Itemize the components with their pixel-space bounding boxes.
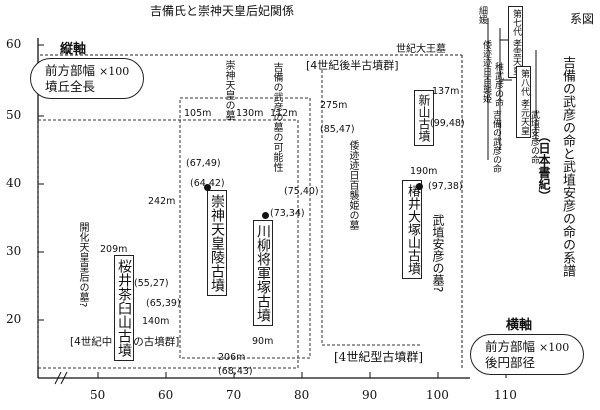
group-5c: 世紀大王墓 xyxy=(396,44,446,55)
size-140: 140m xyxy=(142,316,170,327)
note-haniyasu: 武埴安彦の墓? xyxy=(431,214,445,293)
x-axis-mult: ×100 xyxy=(539,341,570,354)
x-tick-70: 70 xyxy=(226,388,242,402)
size-105: 105m xyxy=(184,108,212,119)
coord-shinyama: (99,48) xyxy=(430,118,465,129)
coord-68-43: (68,43) xyxy=(218,366,253,377)
genealogy-k7: 第七代 孝霊天皇 xyxy=(508,6,523,78)
size-tsubai: 190m xyxy=(410,166,438,177)
x-axis-head: 横軸 xyxy=(506,318,533,333)
y-tick-20: 20 xyxy=(6,312,22,326)
size-130: 130m xyxy=(236,108,264,119)
y-axis-head: 縦軸 xyxy=(60,42,87,57)
note-kibi: 吉備の武彦の墓の可能性 xyxy=(271,62,282,172)
genealogy-n1: 稚武彦の命 xyxy=(493,62,503,107)
x-axis-label: 前方部幅 ×100 後円部径 xyxy=(470,334,585,375)
size-112: 112m xyxy=(270,108,298,119)
point-sujin xyxy=(204,184,211,191)
y-tick-40: 40 xyxy=(6,176,22,190)
y-axis-mult: ×100 xyxy=(99,65,130,78)
coord-65-39: (65,39) xyxy=(146,298,181,309)
genealogy-n5: 細媛 xyxy=(477,6,487,24)
tumulus-shinyama: 新山古墳 xyxy=(414,90,434,146)
coord-67-49: (67,49) xyxy=(186,158,221,169)
x-tick-90: 90 xyxy=(362,388,378,402)
y-axis-line2: 墳丘全長 xyxy=(45,79,96,94)
x-tick-100: 100 xyxy=(426,388,449,402)
group-4c-late: [4世紀後半古墳群] xyxy=(306,59,399,72)
y-tick-60: 60 xyxy=(6,37,22,51)
tumulus-sakurai: 桜井茶臼山古墳 xyxy=(114,255,134,361)
x-tick-80: 80 xyxy=(294,388,310,402)
coord-sakurai: (55,27) xyxy=(134,278,169,289)
genealogy-k8: 第八代 孝元天皇 xyxy=(516,66,531,138)
note-sujin-tomb: 崇神天皇の墓 xyxy=(223,60,234,120)
size-shinyama: 137m xyxy=(432,86,460,97)
size-sujin: 242m xyxy=(148,196,176,207)
x-axis-line2: 後円部径 xyxy=(485,355,536,370)
y-axis-label: 前方部幅 ×100 墳丘全長 xyxy=(30,58,145,99)
note-momoso: 倭迹迹日百襲姫の墓 xyxy=(347,140,358,230)
x-axis-line1: 前方部幅 xyxy=(485,339,536,354)
note-kaika: 開化天皇皇后の墓? xyxy=(77,222,88,308)
x-tick-50: 50 xyxy=(90,388,106,402)
y-tick-30: 30 xyxy=(6,244,22,258)
tumulus-sujin: 崇神天皇陵古墳 xyxy=(207,190,227,296)
size-hashihaka: 275m xyxy=(320,100,348,111)
x-tick-110: 110 xyxy=(494,388,517,402)
coord-75-40: (75,40) xyxy=(284,186,319,197)
genealogy-n2: 吉備の武彦の命 xyxy=(491,110,501,173)
size-206: 206m xyxy=(218,352,246,363)
genealogy-n4: 倭迹迹日百襲姫 xyxy=(481,40,491,103)
genealogy-source: （日本書紀） xyxy=(537,130,551,202)
tumulus-tsubai: 椿井大塚山古墳 xyxy=(402,180,422,279)
coord-sujin: (64,42) xyxy=(190,178,225,189)
y-tick-50: 50 xyxy=(6,108,22,122)
size-kawayanagi: 90m xyxy=(252,336,274,347)
group-4c-type: [4世紀型古墳群] xyxy=(334,350,423,364)
coord-tsubai: (97,38) xyxy=(428,181,463,192)
genealogy-title: 吉備の武彦の命と武埴安彦の命の系譜 xyxy=(560,56,575,277)
coord-kawayanagi: (73,34) xyxy=(270,208,305,219)
coord-hashihaka: (85,47) xyxy=(320,124,355,135)
genealogy-caption: 系図 xyxy=(570,12,595,26)
size-sakurai: 209m xyxy=(100,244,128,255)
point-kawayanagi xyxy=(262,212,269,219)
x-tick-60: 60 xyxy=(158,388,174,402)
diagram-title: 吉備氏と崇神天皇后妃関係 xyxy=(150,4,295,18)
genealogy-n3: 武埴安彦の命 xyxy=(529,110,539,164)
y-axis-line1: 前方部幅 xyxy=(45,63,96,78)
tumulus-kawayanagi: 川柳将軍塚古墳 xyxy=(253,220,273,326)
point-tsubai xyxy=(416,183,423,190)
